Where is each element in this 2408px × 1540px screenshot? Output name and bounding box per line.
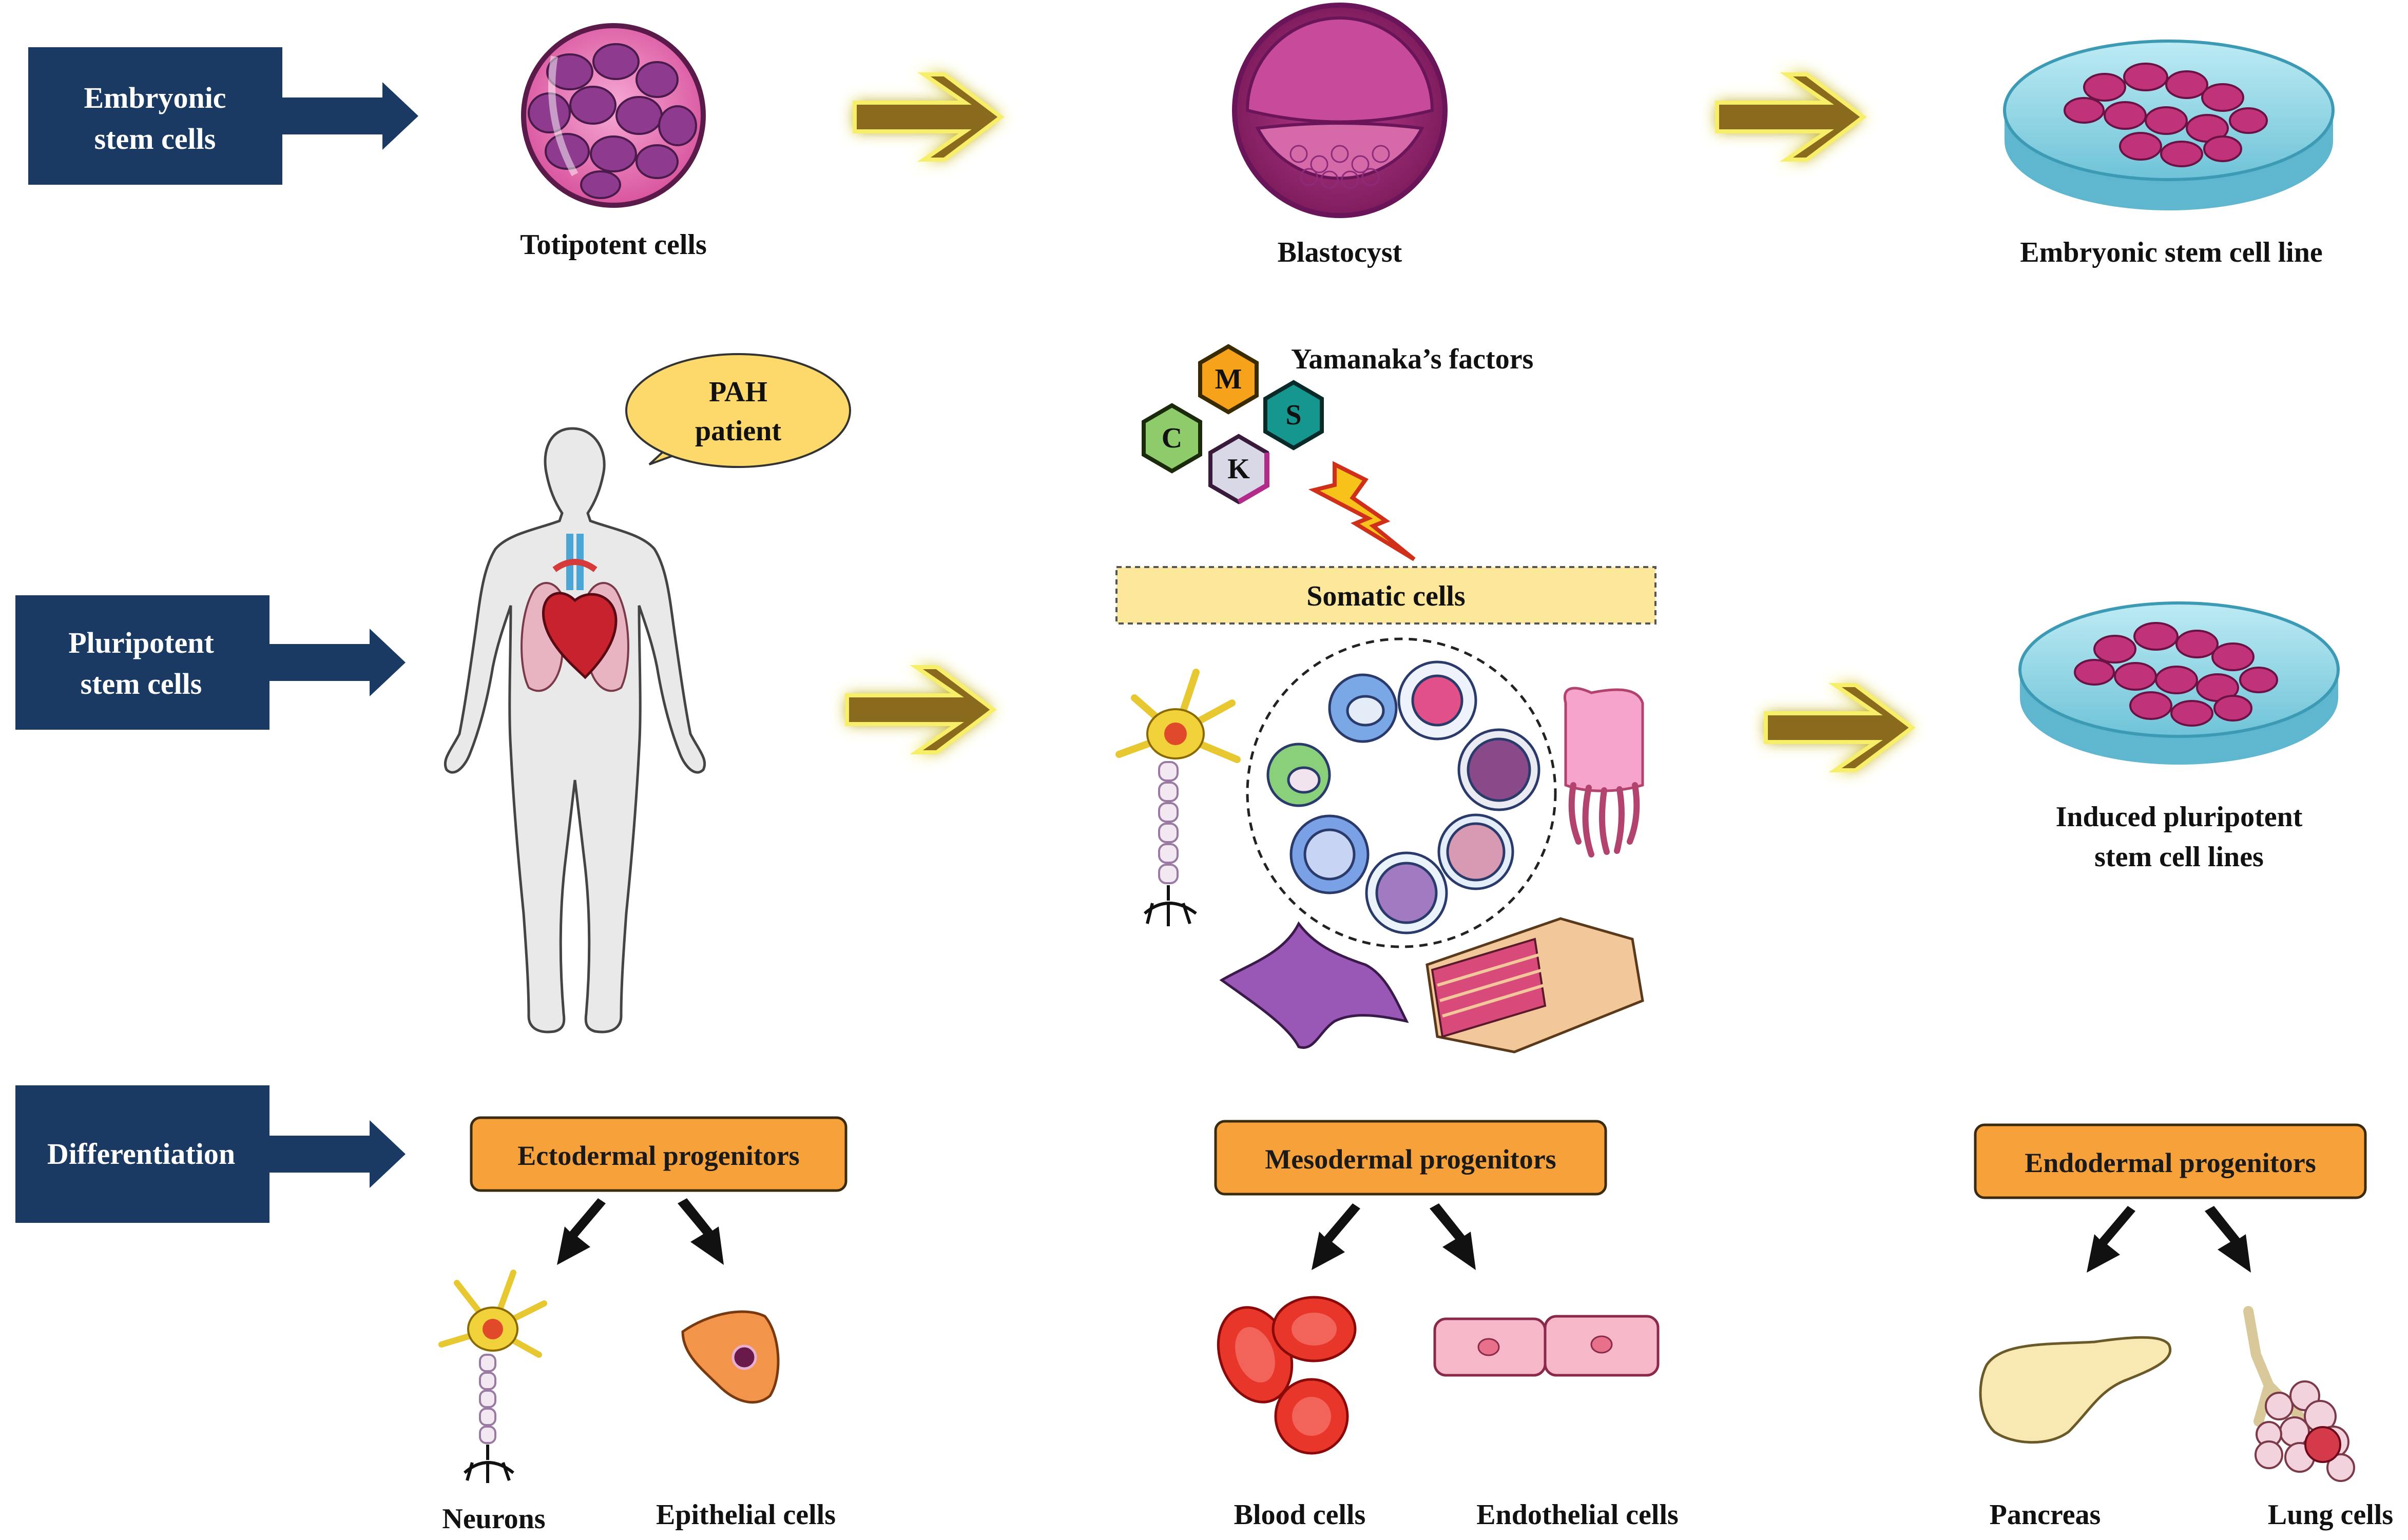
gold-arrow <box>845 665 997 754</box>
endothelial-label: Endothelial cells <box>1476 1499 1679 1531</box>
factor-m-hexagon: M <box>1198 344 1259 415</box>
row-differentiation: Differentiation <box>15 1085 406 1223</box>
neurons-label: Neurons <box>442 1503 545 1535</box>
navy-arrow <box>269 629 406 696</box>
progenitor-box <box>1974 1123 2367 1199</box>
progenitor-label: Mesodermal progenitors <box>1265 1144 1556 1175</box>
lung-cells-label: Lung cells <box>2268 1499 2393 1531</box>
row-embryonic: Embryonic stem cells <box>28 47 418 185</box>
branch-arrow <box>2205 1206 2251 1273</box>
yamanaka-factors: M S C K Yamanaka’s factors <box>1142 343 1533 504</box>
mesodermal-progenitors: Mesodermal progenitors <box>1214 1120 1607 1196</box>
branch-arrow <box>1430 1203 1476 1270</box>
esc-dish-illustration <box>2003 40 2335 210</box>
pluripotent-label-1: Pluripotent <box>68 626 214 659</box>
factor-k-label: K <box>1227 453 1250 485</box>
human-body-illustration <box>444 427 706 1034</box>
somatic-cells-illustration <box>1115 637 1644 1054</box>
ipsc-dish-illustration <box>2018 601 2340 765</box>
factor-c-label: C <box>1162 422 1182 454</box>
differentiation-box <box>15 1085 269 1223</box>
factor-k-hexagon: K <box>1208 434 1269 504</box>
fibroblast-illustration <box>1219 921 1409 1049</box>
neuron-icon <box>438 1270 547 1483</box>
progenitor-label: Endodermal progenitors <box>2025 1147 2316 1178</box>
differentiation-label: Differentiation <box>47 1137 235 1171</box>
gold-arrow <box>1715 72 1867 162</box>
embryonic-label-1: Embryonic <box>84 81 226 114</box>
row-pluripotent: Pluripotent stem cells <box>15 595 406 730</box>
branch-arrow <box>678 1198 724 1265</box>
totipotent-label: Totipotent cells <box>520 229 706 261</box>
lightning-bolt-icon <box>1308 461 1416 561</box>
yamanaka-label: Yamanaka’s factors <box>1291 343 1533 375</box>
ipsc-label-1: Induced pluripotent <box>2056 801 2303 833</box>
lung-cells-icon <box>2243 1306 2355 1482</box>
pluripotent-label-2: stem cells <box>81 667 202 700</box>
epithelial-label: Epithelial cells <box>656 1499 836 1531</box>
speech-bubble: PAH patient <box>625 353 851 468</box>
blastocyst-label: Blastocyst <box>1278 237 1402 268</box>
progenitor-box <box>470 1116 847 1192</box>
branch-arrow <box>1312 1203 1360 1270</box>
pancreas-icon <box>1979 1336 2171 1444</box>
muscle-fiber-illustration <box>1425 917 1644 1054</box>
totipotent-cells-illustration <box>521 23 706 208</box>
factor-s-label: S <box>1285 399 1301 431</box>
factor-m-label: M <box>1215 363 1242 395</box>
blood-cells-icon <box>1217 1296 1357 1455</box>
progenitor-label: Ectodermal progenitors <box>517 1140 799 1171</box>
ipsc-label-2: stem cell lines <box>2094 841 2264 873</box>
branch-arrow <box>2087 1206 2135 1273</box>
epithelial-cell-icon <box>681 1310 780 1404</box>
branch-arrows <box>557 1198 2251 1273</box>
blood-cells-label: Blood cells <box>1234 1499 1366 1531</box>
gold-arrow <box>1764 683 1916 772</box>
progenitor-box <box>1214 1120 1607 1196</box>
factor-c-hexagon: C <box>1142 403 1202 474</box>
embryonic-label-2: stem cells <box>94 122 216 155</box>
endothelial-cells-icon <box>1433 1315 1660 1377</box>
somatic-cells-banner <box>1115 566 1656 625</box>
navy-arrow <box>269 1120 406 1188</box>
pancreas-label: Pancreas <box>1990 1499 2101 1531</box>
pluripotent-box <box>15 595 269 730</box>
endodermal-progenitors: Endodermal progenitors <box>1974 1123 2367 1199</box>
esc-line-label: Embryonic stem cell line <box>2020 237 2322 268</box>
gold-arrow <box>853 72 1005 162</box>
navy-arrow <box>282 82 418 150</box>
ectodermal-progenitors: Ectodermal progenitors <box>470 1116 847 1192</box>
blastocyst-illustration <box>1232 3 1448 218</box>
neuron-illustration <box>1115 669 1241 926</box>
somatic-label: Somatic cells <box>1306 580 1465 612</box>
muscle-cell-illustration <box>1563 687 1644 857</box>
embryonic-box <box>28 47 282 185</box>
branch-arrow <box>557 1198 606 1265</box>
speech-line-1: PAH <box>709 376 767 408</box>
factor-s-hexagon: S <box>1263 380 1324 451</box>
speech-line-2: patient <box>695 415 781 447</box>
